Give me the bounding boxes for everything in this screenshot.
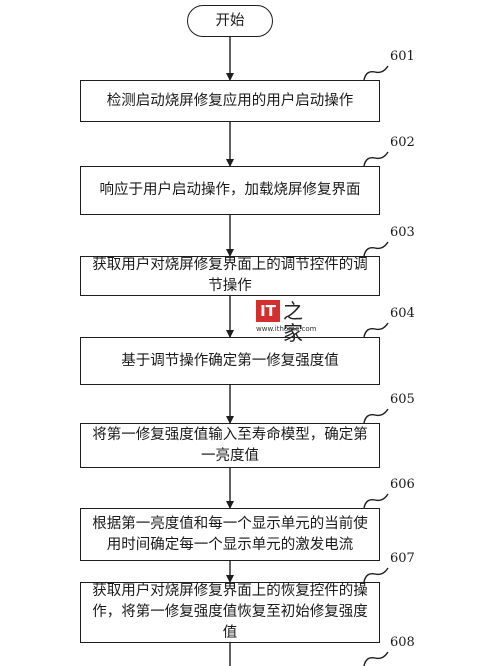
start-node: 开始 [187, 5, 273, 37]
step-605-box: 将第一修复强度值输入至寿命模型，确定第一亮度值 [80, 423, 380, 468]
step-601-label: 601 [390, 49, 415, 64]
watermark-logo: IT [256, 300, 280, 322]
step-605-text: 将第一修复强度值输入至寿命模型，确定第一亮度值 [92, 426, 368, 464]
step-604-box: 基于调节操作确定第一修复强度值 [80, 337, 380, 385]
step-605-label: 605 [390, 392, 415, 407]
leader-601 [363, 65, 389, 81]
leader-602 [363, 151, 389, 167]
step-603-box: 获取用户对烧屏修复界面上的调节控件的调节操作 [80, 256, 380, 296]
step-603-label: 603 [390, 225, 415, 240]
leader-604 [363, 322, 389, 338]
step-602-text: 响应于用户启动操作，加载烧屏修复界面 [99, 182, 361, 198]
ithome-watermark: IT 之家 www.ithome.com [256, 300, 318, 344]
step-602-box: 响应于用户启动操作，加载烧屏修复界面 [80, 166, 380, 215]
start-label: 开始 [215, 12, 245, 29]
step-601-text: 检测启动烧屏修复应用的用户启动操作 [106, 92, 354, 109]
step-603-text: 获取用户对烧屏修复界面上的调节控件的调节操作 [92, 257, 368, 294]
step-601-box: 检测启动烧屏修复应用的用户启动操作 [80, 80, 380, 122]
leader-607 [363, 567, 389, 583]
step-606-text: 根据第一亮度值和每一个显示单元的当前使用时间确定每一个显示单元的激发电流 [92, 515, 368, 553]
step-606-box: 根据第一亮度值和每一个显示单元的当前使用时间确定每一个显示单元的激发电流 [80, 508, 380, 561]
step-607-text: 获取用户对烧屏修复界面上的恢复控件的操作，将第一修复强度值恢复至初始修复强度值 [92, 583, 368, 641]
leader-606 [363, 493, 389, 509]
step-608-label: 608 [390, 635, 415, 650]
step-607-label: 607 [390, 551, 415, 566]
step-604-label: 604 [390, 306, 415, 321]
step-606-label: 606 [390, 477, 415, 492]
leader-605 [363, 408, 389, 424]
watermark-url: www.ithome.com [256, 325, 317, 333]
leader-603 [363, 241, 389, 257]
step-602-label: 602 [390, 135, 415, 150]
leader-608 [363, 651, 389, 666]
step-607-box: 获取用户对烧屏修复界面上的恢复控件的操作，将第一修复强度值恢复至初始修复强度值 [80, 582, 380, 643]
step-604-text: 基于调节操作确定第一修复强度值 [121, 352, 339, 369]
watermark-chars: 之家 [283, 299, 303, 345]
